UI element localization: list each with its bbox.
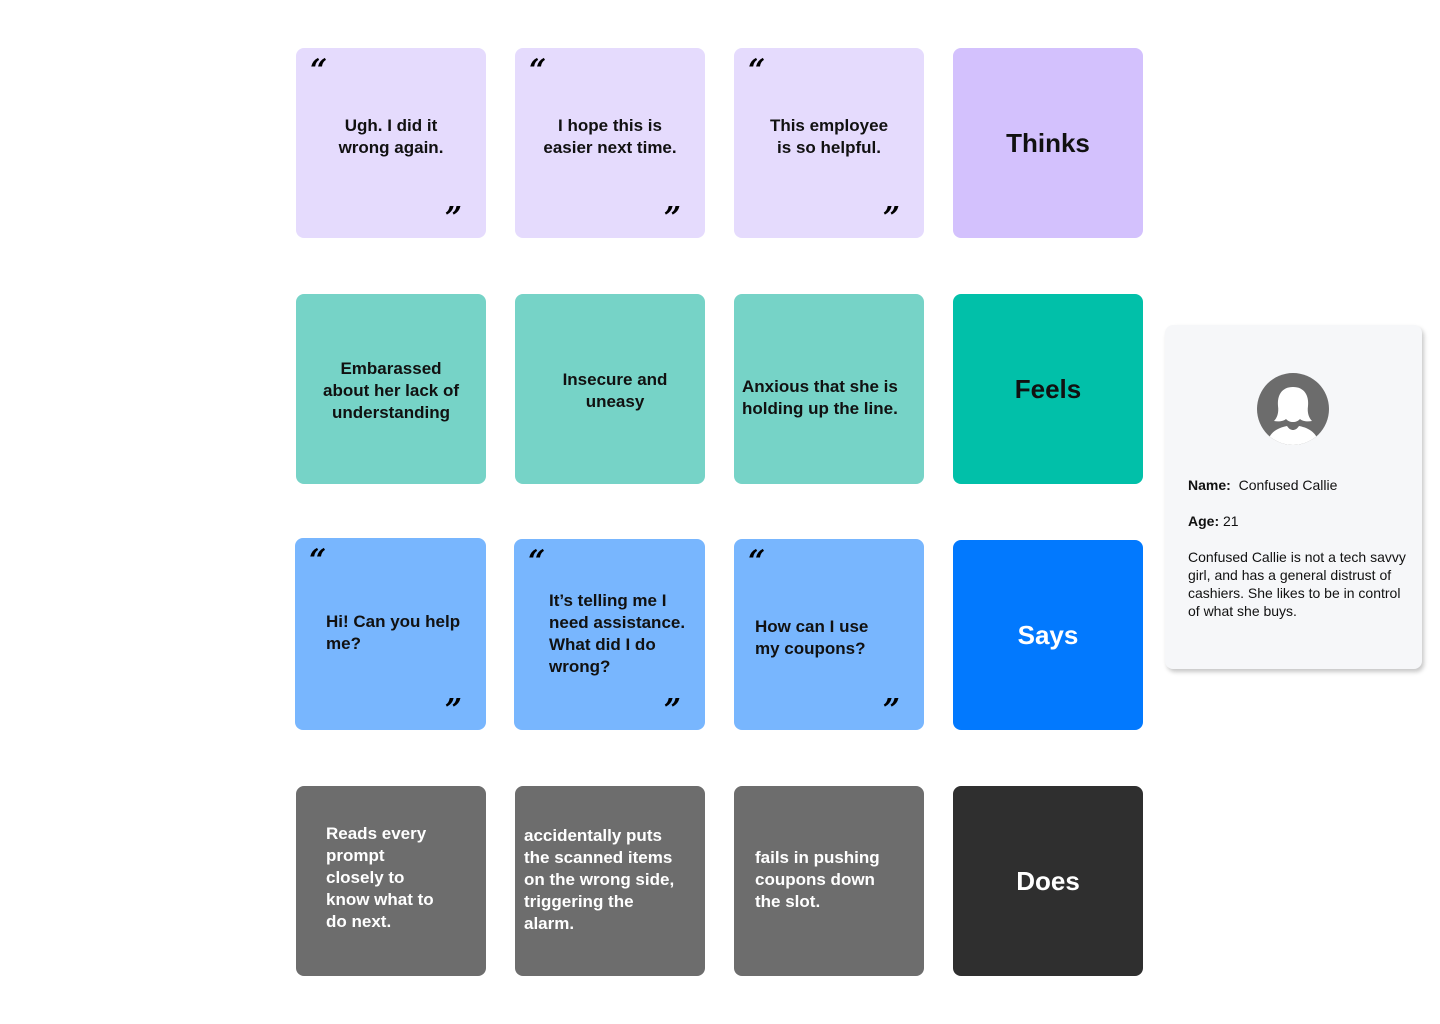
- card-text: This employee is so helpful.: [769, 116, 889, 157]
- card-text: Reads every prompt closely to know what …: [326, 824, 434, 931]
- name-label: Name:: [1188, 477, 1231, 493]
- does-card[interactable]: Reads every prompt closely to know what …: [296, 786, 486, 976]
- close-quote-icon: ”: [663, 201, 681, 236]
- feels-card[interactable]: Embarassed about her lack of understandi…: [296, 294, 486, 484]
- persona-bio: Confused Callie is not a tech savvy girl…: [1188, 549, 1406, 619]
- thinks-card[interactable]: “ I hope this is easier next time. ”: [515, 48, 705, 238]
- thinks-card[interactable]: “ Ugh. I did it wrong again. ”: [296, 48, 486, 238]
- thinks-title: Thinks: [1006, 127, 1090, 158]
- card-text: Ugh. I did it wrong again.: [338, 116, 444, 157]
- feels-title-card[interactable]: Feels: [953, 294, 1143, 484]
- card-text: Anxious that she is holding up the line.: [742, 377, 898, 418]
- says-title: Says: [1017, 619, 1079, 650]
- card-text: I hope this is easier next time.: [543, 116, 677, 157]
- persona-age-row: Age: 21: [1188, 512, 1239, 530]
- feels-card[interactable]: Insecure and uneasy: [515, 294, 705, 484]
- card-text: How can I use my coupons?: [755, 617, 869, 658]
- card-text: accidentally puts the scanned items on t…: [524, 826, 675, 933]
- close-quote-icon: ”: [663, 693, 681, 728]
- says-title-card[interactable]: Says: [953, 540, 1143, 730]
- close-quote-icon: ”: [444, 201, 462, 236]
- does-title-card[interactable]: Does: [953, 786, 1143, 976]
- persona-card: Name: Confused Callie Age: 21 Confused C…: [1165, 325, 1422, 669]
- thinks-card[interactable]: “ This employee is so helpful. ”: [734, 48, 924, 238]
- thinks-title-card[interactable]: Thinks: [953, 48, 1143, 238]
- close-quote-icon: ”: [882, 201, 900, 236]
- does-card[interactable]: accidentally puts the scanned items on t…: [515, 786, 705, 976]
- persona-name-row: Name: Confused Callie: [1188, 476, 1337, 494]
- feels-card[interactable]: Anxious that she is holding up the line.: [734, 294, 924, 484]
- user-female-icon: [1257, 373, 1329, 445]
- open-quote-icon: “: [748, 544, 766, 579]
- close-quote-icon: ”: [882, 693, 900, 728]
- says-card[interactable]: “ It’s telling me I need assistance. Wha…: [514, 539, 705, 730]
- age-label: Age:: [1188, 513, 1220, 529]
- card-text: fails in pushing coupons down the slot.: [755, 848, 880, 911]
- open-quote-icon: “: [528, 544, 546, 579]
- close-quote-icon: ”: [444, 693, 462, 728]
- says-card[interactable]: “ How can I use my coupons? ”: [734, 539, 924, 730]
- age-value: 21: [1223, 513, 1239, 529]
- name-value: Confused Callie: [1238, 477, 1338, 493]
- card-text: Embarassed about her lack of understandi…: [322, 359, 460, 422]
- card-text: Hi! Can you help me?: [326, 612, 461, 653]
- open-quote-icon: “: [529, 53, 547, 88]
- does-card[interactable]: fails in pushing coupons down the slot.: [734, 786, 924, 976]
- open-quote-icon: “: [748, 53, 766, 88]
- does-title: Does: [1016, 865, 1080, 896]
- open-quote-icon: “: [309, 543, 327, 578]
- card-text: Insecure and uneasy: [562, 370, 668, 411]
- feels-title: Feels: [1014, 373, 1082, 404]
- avatar-silhouette: [1267, 387, 1319, 445]
- says-card[interactable]: “ Hi! Can you help me? ”: [295, 538, 486, 730]
- open-quote-icon: “: [310, 53, 328, 88]
- card-text: It’s telling me I need assistance. What …: [549, 591, 686, 676]
